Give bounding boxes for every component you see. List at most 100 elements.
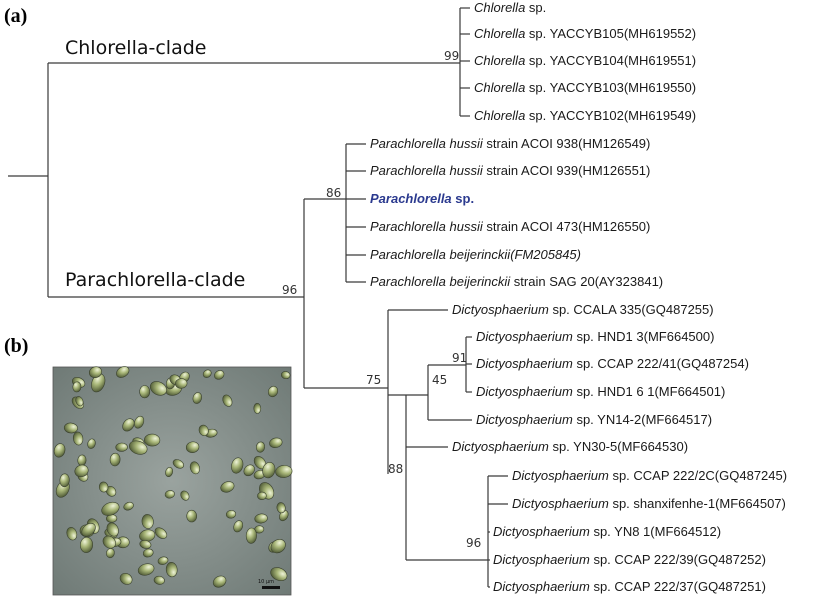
parachlorella-clade-label: Parachlorella-clade [65,269,245,291]
taxon-label-highlighted: Parachlorella sp. [370,191,474,206]
bootstrap-dictyo-lower: 88 [388,462,403,476]
alga-cell [75,396,84,407]
alga-cell [119,573,133,585]
alga-cell [144,433,161,447]
alga-cell [165,562,178,578]
alga-cell [149,381,167,396]
alga-cell [186,509,197,523]
alga-cell [106,548,115,559]
alga-cell [66,527,78,541]
bootstrap-chlorella: 99 [444,49,459,63]
scale-bar [262,586,280,589]
alga-cell [115,442,128,452]
tree-branches [8,7,508,588]
alga-cell [101,501,120,516]
taxon-label-15: Dictyosphaerium sp. HND1 6 1(MF664501) [476,384,725,399]
alga-cell [139,385,151,399]
alga-cell [255,441,266,453]
alga-cell [98,481,109,493]
alga-cell [72,431,84,446]
alga-cell [128,440,148,455]
alga-cell [141,514,154,529]
alga-cell [63,422,78,434]
alga-cell [222,394,233,407]
taxon-label-19: Dictyosphaerium sp. shanxifenhe-1(MF6645… [512,496,786,511]
alga-cell [154,527,168,539]
taxon-label-13: Dictyosphaerium sp. HND1 3(MF664500) [476,329,714,344]
alga-cell [137,563,155,576]
alga-cell [102,535,116,549]
alga-cell [245,527,257,544]
alga-cell [109,452,121,467]
alga-cell [122,418,135,432]
alga-cell [139,539,152,549]
alga-cell [267,385,279,398]
panel-label-b: (b) [4,335,28,357]
taxon-label-17: Dictyosphaerium sp. YN30-5(MF664530) [452,439,688,454]
taxon-label-14: Dictyosphaerium sp. CCAP 222/41(GQ487254… [476,356,749,371]
alga-cell [91,373,106,393]
taxon-label-9: Parachlorella hussii strain ACOI 473(HM1… [370,219,650,234]
alga-cell [142,548,154,558]
alga-cell [116,366,130,378]
alga-cell [185,441,200,453]
alga-cell [74,464,89,478]
bootstrap-parachlorella-group: 86 [326,186,341,200]
alga-cell [192,392,203,404]
alga-cell [269,437,283,448]
alga-cell [220,481,235,493]
alga-cell [59,473,70,488]
alga-cell [164,490,175,499]
scale-bar-label: 10 μm [258,579,274,585]
alga-cell [214,370,225,380]
taxon-label-1: Chlorella sp. [474,0,546,15]
alga-cell [262,462,276,479]
chlorella-clade-label: Chlorella-clade [65,37,206,59]
bootstrap-dictyo-hnd: 91 [452,351,467,365]
alga-cell [72,381,82,393]
taxon-labels: Chlorella sp. Chlorella sp. YACCYB105(MH… [370,0,787,594]
alga-cell [53,443,66,458]
alga-cell [276,502,286,514]
alga-cell [231,457,244,474]
alga-cell [175,378,188,389]
taxon-label-4: Chlorella sp. YACCYB103(MH619550) [474,80,696,95]
alga-cell [212,575,227,588]
alga-cell [88,366,103,378]
bootstrap-dictyo-ccap: 96 [466,536,481,550]
alga-cell [202,369,212,378]
taxon-label-11: Parachlorella beijerinckii strain SAG 20… [370,274,663,289]
alga-cell [243,464,255,477]
taxon-label-21: Dictyosphaerium sp. CCAP 222/39(GQ487252… [493,552,766,567]
taxon-label-12: Dictyosphaerium sp. CCALA 335(GQ487255) [452,302,714,317]
alga-cell [81,523,96,537]
alga-cell [87,438,96,449]
alga-cell [180,490,190,501]
taxon-label-20: Dictyosphaerium sp. YN8 1(MF664512) [493,524,721,539]
alga-cell [106,522,119,537]
alga-cell [254,513,268,524]
alga-cell [79,536,94,553]
alga-cell [225,510,237,519]
taxon-label-7: Parachlorella hussii strain ACOI 939(HM1… [370,163,650,178]
alga-cell [172,459,185,469]
alga-cell [123,501,134,511]
taxon-label-18: Dictyosphaerium sp. CCAP 222/2C(GQ487245… [512,468,787,483]
alga-cell [165,466,174,478]
taxon-label-10: Parachlorella beijerinckii(FM205845) [370,247,581,262]
taxon-label-6: Parachlorella hussii strain ACOI 938(HM1… [370,136,650,151]
alga-cell [157,556,169,565]
micrograph-cells [53,366,293,588]
bootstrap-dictyo-sub: 45 [432,373,447,387]
taxon-label-3: Chlorella sp. YACCYB104(MH619551) [474,53,696,68]
bootstrap-parachlorella-root: 96 [282,283,297,297]
taxon-label-16: Dictyosphaerium sp. YN14-2(MF664517) [476,412,712,427]
taxon-label-22: Dictyosphaerium sp. CCAP 222/37(GQ487251… [493,579,766,594]
alga-cell [253,403,262,414]
alga-cell [257,491,267,501]
alga-cell [270,538,286,554]
micrograph: 10 μm [52,366,293,596]
alga-cell [134,415,145,429]
alga-cell [233,520,244,533]
